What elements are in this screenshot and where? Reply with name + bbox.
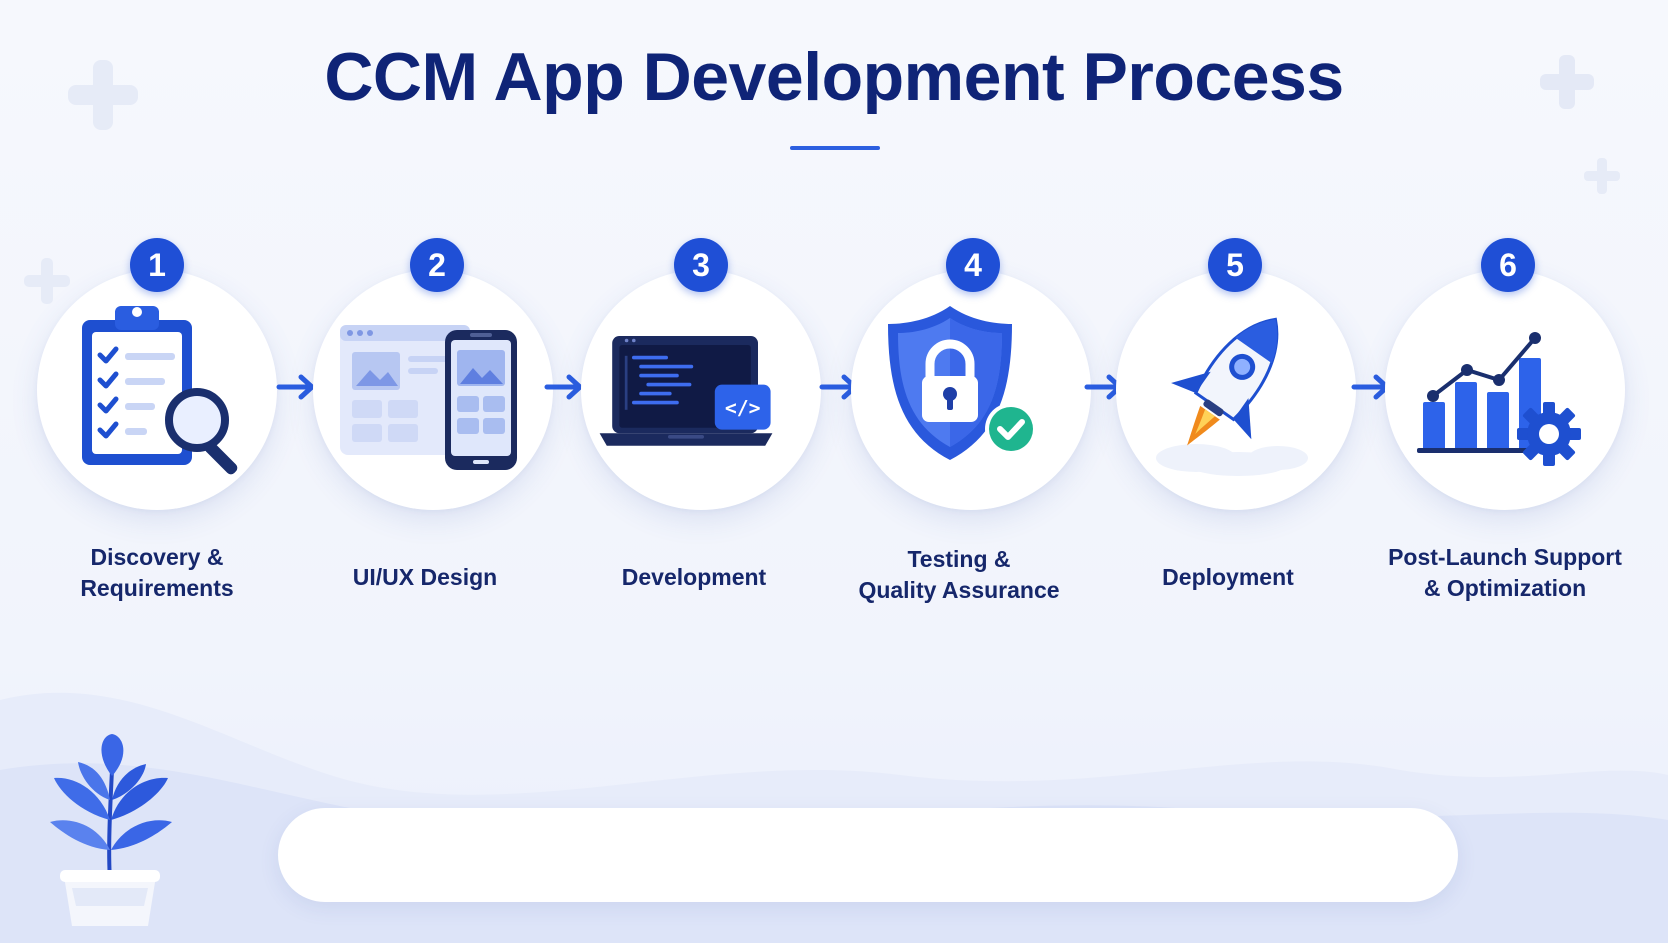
step-number-badge: 2 (410, 238, 464, 292)
step-label: Testing & Quality Assurance (858, 546, 1060, 603)
step-number-badge: 1 (130, 238, 184, 292)
step-label: Deployment (1162, 564, 1294, 590)
step-circle (1385, 270, 1625, 510)
plus-icon (68, 60, 138, 130)
process-step-3: 3 </> Development (564, 0, 824, 943)
title-underline (790, 146, 880, 150)
step-label: UI/UX Design (352, 564, 498, 590)
process-step-1: 1 Discovery & Requirements (27, 0, 287, 943)
step-number-badge: 4 (946, 238, 1000, 292)
process-step-6: 6 Post-Launch Support & Optimization (1375, 0, 1635, 943)
bottom-banner (278, 808, 1458, 902)
chart-gear-icon (1417, 332, 1581, 466)
step-number-badge: 6 (1481, 238, 1535, 292)
rocket-icon (1156, 317, 1308, 476)
plus-icon (1540, 55, 1594, 109)
plant-icon (50, 734, 172, 926)
arrow-right-icon (276, 374, 315, 400)
laptop-code-icon: </> (599, 336, 773, 446)
process-step-4: 4 Testing & Quality Assurance (833, 0, 1093, 943)
plus-icon (24, 258, 70, 304)
process-step-2: 2 UI/UX Design (295, 0, 555, 943)
process-step-5: 5 Deployment (1098, 0, 1358, 943)
step-number-badge: 3 (674, 238, 728, 292)
step-label: Post-Launch Support & Optimization (1388, 544, 1622, 601)
svg-text:</>: </> (725, 396, 761, 419)
step-label: Development (621, 564, 767, 590)
browser-phone-design-icon (340, 325, 517, 470)
shield-lock-check-icon (888, 306, 1037, 460)
step-number-badge: 5 (1208, 238, 1262, 292)
step-label: Discovery & Requirements (80, 544, 234, 601)
clipboard-search-icon (82, 306, 238, 475)
page-title: CCM App Development Process (324, 39, 1344, 115)
plus-icon (1584, 158, 1620, 194)
arrow-right-icon (544, 374, 583, 400)
